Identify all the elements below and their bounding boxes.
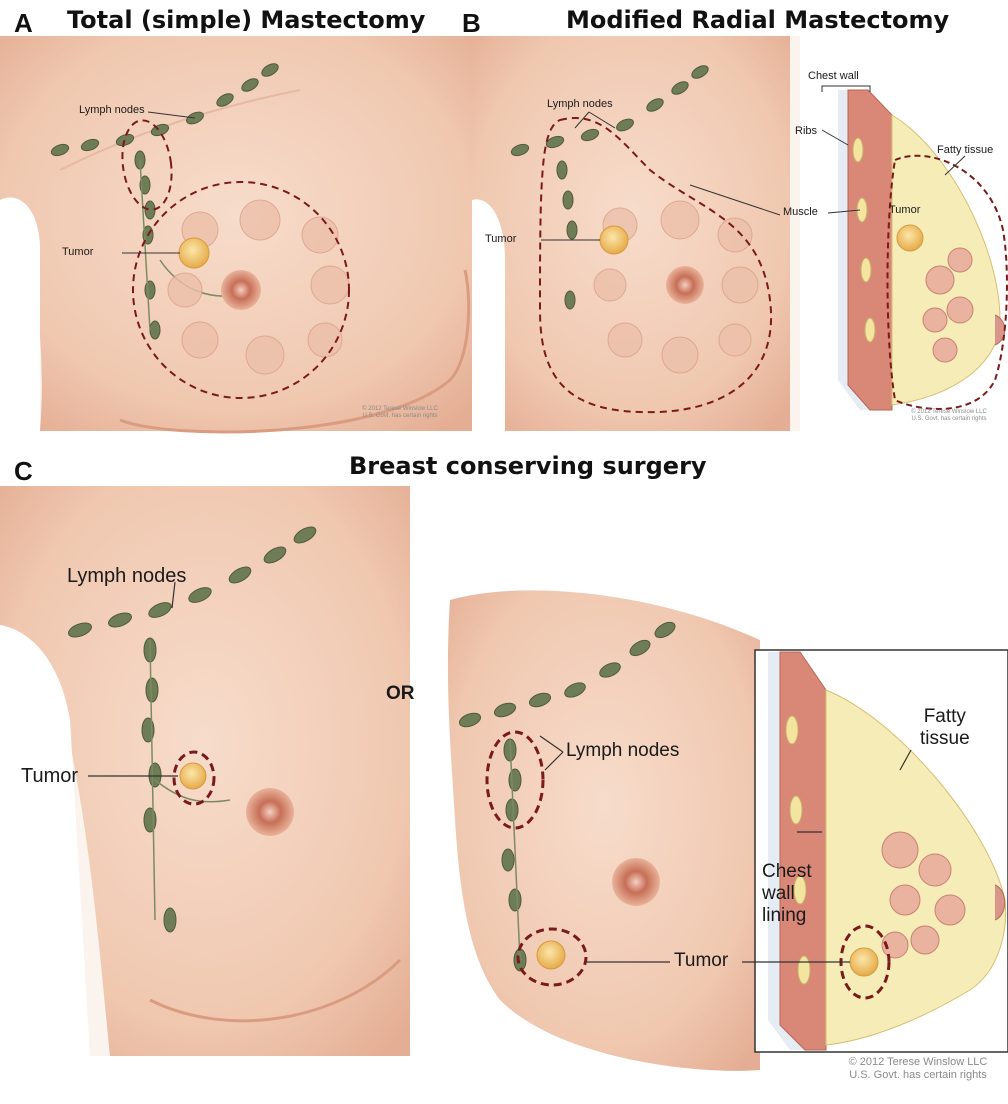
cross-section-b	[800, 36, 1008, 431]
panel-b-copyright-line1: © 2012 Terese Winslow LLC	[890, 409, 1008, 416]
panel-c-chest-label: Chest wall lining	[762, 861, 812, 927]
nipple-b	[666, 266, 704, 304]
panel-a-title: Total (simple) Mastectomy	[67, 6, 425, 34]
panel-c-copyright-line1: © 2012 Terese Winslow LLC	[828, 1056, 1008, 1069]
tumor-c-right	[537, 941, 565, 969]
panel-c-left-tumor-label: Tumor	[21, 765, 78, 788]
panel-b-copyright-line2: U.S. Govt. has certain rights	[890, 416, 1008, 423]
panel-c-right-tumor-label: Tumor	[674, 950, 728, 972]
panel-b-letter: B	[462, 8, 481, 39]
panel-a-copyright: © 2012 Terese Winslow LLC U.S. Govt. has…	[340, 406, 460, 420]
panel-b-tumor-label: Tumor	[485, 233, 516, 245]
panel-c-copyright: © 2012 Terese Winslow LLC U.S. Govt. has…	[828, 1056, 1008, 1081]
nipple-a	[221, 270, 261, 310]
panel-c-or-label: OR	[386, 683, 415, 705]
panel-a-lymph-label: Lymph nodes	[79, 104, 145, 116]
panel-c-chest-line2: wall	[762, 883, 812, 905]
panel-c-title: Breast conserving surgery	[349, 452, 707, 480]
panel-b-lymph-label: Lymph nodes	[547, 98, 613, 110]
panel-b-copyright: © 2012 Terese Winslow LLC U.S. Govt. has…	[890, 409, 1008, 423]
tumor-c-left	[180, 763, 206, 789]
panel-a-illustration	[0, 36, 472, 432]
nipple-c-left	[246, 788, 294, 836]
panel-c-right-lymph-label: Lymph nodes	[566, 740, 679, 762]
panel-c-copyright-line2: U.S. Govt. has certain rights	[828, 1069, 1008, 1082]
panel-b-title: Modified Radial Mastectomy	[566, 6, 949, 34]
tumor-c-inset	[850, 948, 878, 976]
panel-c-chest-line3: lining	[762, 905, 812, 927]
cross-section-inset-c	[755, 650, 1008, 1052]
nipple-c-right	[612, 858, 660, 906]
tumor-b	[600, 226, 628, 254]
panel-a-copyright-line1: © 2012 Terese Winslow LLC	[340, 406, 460, 413]
panel-c-left-lymph-label: Lymph nodes	[67, 565, 186, 588]
panel-b-ribs-label: Ribs	[795, 125, 817, 137]
panel-b-fatty-label: Fatty tissue	[937, 144, 993, 156]
panel-c-fatty-label: Fatty tissue	[920, 706, 970, 750]
panel-b-chest-wall-label: Chest wall	[808, 70, 859, 82]
panel-c-right-illustration	[448, 590, 1008, 1071]
panel-c-letter: C	[14, 456, 33, 487]
panel-a-tumor-label: Tumor	[62, 246, 93, 258]
panel-a-letter: A	[14, 8, 33, 39]
panel-b-muscle-label: Muscle	[783, 206, 818, 218]
tumor-b-cross	[897, 225, 923, 251]
panel-b-tumor-cross-label: Tumor	[889, 204, 920, 216]
panel-b-illustration	[472, 36, 1008, 431]
tumor-a	[179, 238, 209, 268]
panel-c-fatty-line1: Fatty	[920, 706, 970, 728]
panel-c-fatty-line2: tissue	[920, 728, 970, 750]
panel-c-chest-line1: Chest	[762, 861, 812, 883]
panel-a-copyright-line2: U.S. Govt. has certain rights	[340, 413, 460, 420]
